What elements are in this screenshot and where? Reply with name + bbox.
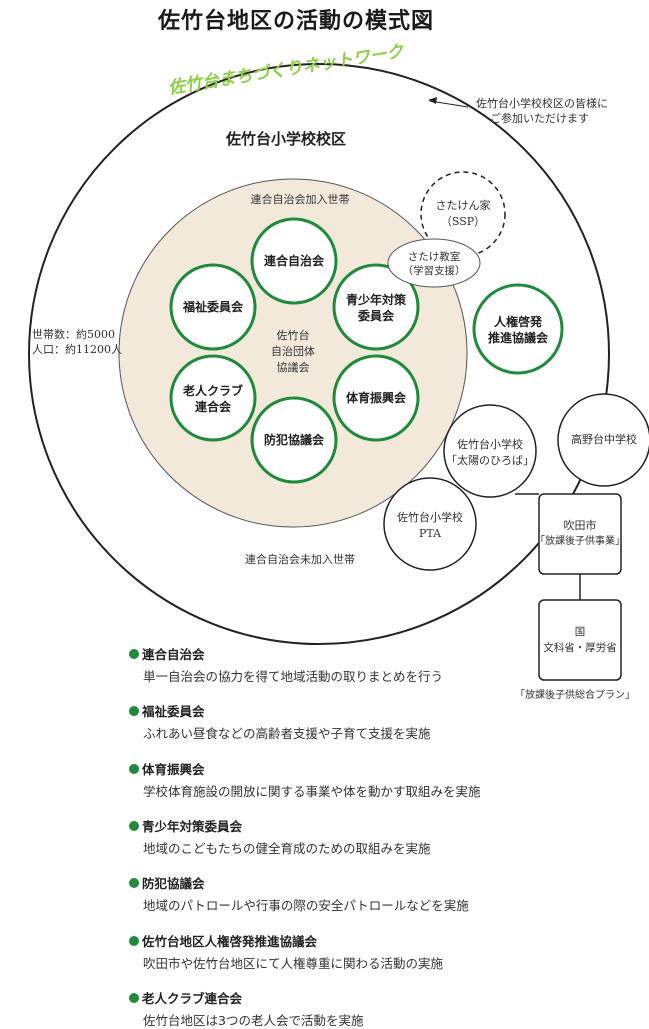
not-joined-label: 連合自治会未加入世帯 [245,553,355,566]
org-taiiku: 体育振興会 [345,391,407,405]
satakenya-label: さたけん家 （SSP） [435,199,491,228]
suita-label: 吹田市 「放課後子供事業」 [535,519,625,547]
org-circle-taiiku [332,354,420,442]
kuni-label: 国 文科省・厚労省 [543,626,617,654]
org-seishonen: 青少年対策 委員会 [345,293,407,323]
legend-item: 連合自治会 単一自治会の協力を得て地域活動の取りまとめを行う [129,644,443,685]
bullet-icon [129,877,139,888]
district-circle [28,63,610,645]
org-bohan: 防犯協議会 [263,433,325,447]
hiroba-label: 佐竹台小学校 「太陽のひろば」 [446,438,534,467]
pta-circle [383,477,477,571]
takanodai-circle [557,393,649,487]
org-fukushi: 福祉委員会 [182,300,244,314]
org-circle-bohan [250,396,338,484]
org-circle-jinken [472,283,564,375]
legend-item: 佐竹台地区人権啓発推進協議会 吹田市や佐竹台地区にて人権尊重に関わる活動の実施 [129,931,443,972]
bullet-icon [129,648,139,659]
bullet-icon [129,763,139,774]
kyoshitsu-label: さたけ教室 （学習支援） [402,251,466,277]
bullet-icon [129,992,139,1003]
bullet-icon [129,705,139,716]
legend-item: 老人クラブ連合会 佐竹台地区は3つの老人会で活動を実施 [129,988,363,1029]
org-circle-rengo [250,217,338,305]
org-jinken: 人権啓発 推進協議会 [487,315,549,345]
legend-item: 福祉委員会 ふれあい昼食などの高齢者支援や子育て支援を実施 [129,701,431,742]
legend-item: 青少年対策委員会 地域のこどもたちの健全育成のための取組みを実施 [129,816,431,857]
plan-label: 「放課後子供総合プラン」 [515,690,635,701]
org-circle-rojin [169,354,257,442]
org-circle-fukushi [169,263,257,351]
org-rengo: 連合自治会 [263,254,325,268]
kyoshitsu-ellipse [387,238,481,288]
hiroba-circle [443,404,537,498]
org-circle-seishonen [332,263,420,351]
population-info: 世帯数：約5000 人口：約11200人 [32,328,122,356]
pta-label: 佐竹台小学校 PTA [397,511,463,540]
bullet-icon [129,820,139,831]
network-note: 佐竹台小学校校区の皆様に ご参加いただけます [476,97,608,125]
legend-item: 防犯協議会 地域のパトロールや行事の際の安全パトロールなどを実施 [129,873,469,914]
org-rojin: 老人クラブ 連合会 [182,384,244,414]
page-title: 佐竹台地区の活動の模式図 [157,9,435,34]
center-council-label: 佐竹台 自治団体 協議会 [271,329,315,374]
school-district-label: 佐竹台小学校校区 [226,130,347,148]
takanodai-label: 高野台中学校 [571,433,637,446]
legend-item: 体育振興会 学校体育施設の開放に関する事業や体を動かす取組みを実施 [129,759,481,800]
joined-label: 連合自治会加入世帯 [250,193,350,206]
bullet-icon [129,935,139,946]
